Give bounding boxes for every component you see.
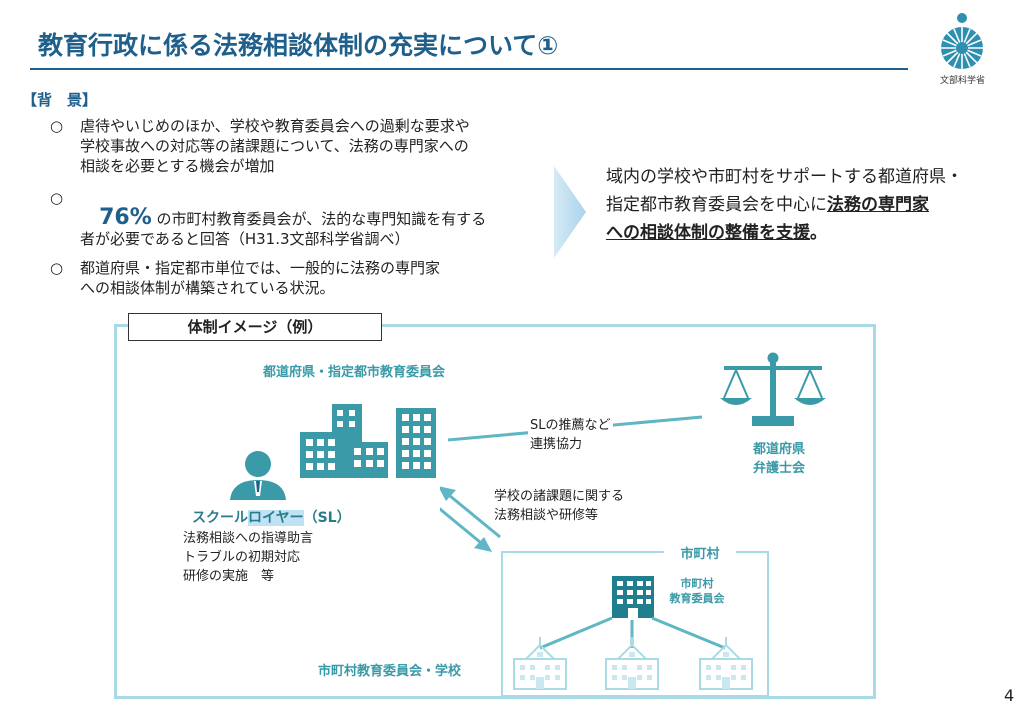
school-building-icon: [512, 637, 568, 691]
municipal-office-icon: [610, 572, 656, 618]
diagram-title: 体制イメージ（例）: [128, 313, 382, 341]
bullet-circle-icon: ○: [50, 259, 64, 277]
bar-association-label: 都道府県 弁護士会: [752, 442, 805, 476]
school-lawyer-title: スクールロイヤー（SL）: [192, 510, 351, 526]
callout-text: 域内の学校や市町村をサポートする都道府県・ 指定都市教育委員会を中心に法務の専門…: [606, 167, 963, 243]
background-item-1: ○ 虐待やいじめのほか、学校や教育委員会への過剰な要求や 学校事故への対応等の諸…: [50, 116, 550, 178]
school-building-icon: [698, 637, 754, 691]
school-building-icon: [604, 637, 660, 691]
mext-logo-icon: [938, 10, 986, 72]
sl-duty-item: トラブルの初期対応: [183, 550, 301, 565]
page-number: 4: [1004, 686, 1015, 705]
consult-label: 学校の諸課題に関する 法務相談や研修等: [494, 489, 625, 523]
sl-duty-item: 法務相談への指導助言: [183, 531, 314, 546]
municipal-board-label: 市町村 教育委員会: [669, 577, 725, 605]
background-item-text: 都道府県・指定都市単位では、一般的に法務の専門家 への相談体制が構築されている状…: [80, 259, 441, 297]
bullet-circle-icon: ○: [50, 189, 64, 207]
chevron-right-icon: [554, 166, 586, 258]
municipality-frame: [501, 551, 769, 697]
sl-duty-item: 研修の実施 等: [183, 569, 275, 584]
page-title: 教育行政に係る法務相談体制の充実について①: [38, 31, 559, 60]
stat-highlight: 76%: [99, 205, 152, 230]
background-item-2: ○ 76% の市町村教育委員会が、法的な専門知識を有する 者が必要であると回答（…: [50, 188, 550, 248]
municipality-label: 市町村: [664, 543, 736, 562]
office-buildings-icon: [300, 404, 440, 478]
coop-label: SLの推薦など 連携協力: [528, 416, 613, 454]
title-divider: [30, 68, 908, 70]
logo-label: 文部科学省: [940, 76, 986, 86]
pref-board-label: 都道府県・指定都市教育委員会: [263, 365, 446, 380]
diagram-frame: [114, 324, 876, 699]
scales-of-justice-icon: [718, 352, 828, 430]
background-item-text: の市町村教育委員会が、法的な専門知識を有する 者が必要であると回答（H31.3文…: [80, 210, 487, 248]
sl-duties-list: 法務相談への指導助言 トラブルの初期対応 研修の実施 等: [183, 529, 313, 586]
municipal-schools-label: 市町村教育委員会・学校: [318, 664, 462, 679]
background-heading: 【背 景】: [22, 91, 98, 109]
lawyer-person-icon: [226, 450, 290, 500]
bullet-circle-icon: ○: [50, 117, 64, 135]
background-item-3: ○ 都道府県・指定都市単位では、一般的に法務の専門家 への相談体制が構築されてい…: [50, 258, 550, 302]
background-item-text: 虐待やいじめのほか、学校や教育委員会への過剰な要求や 学校事故への対応等の諸課題…: [80, 117, 470, 175]
